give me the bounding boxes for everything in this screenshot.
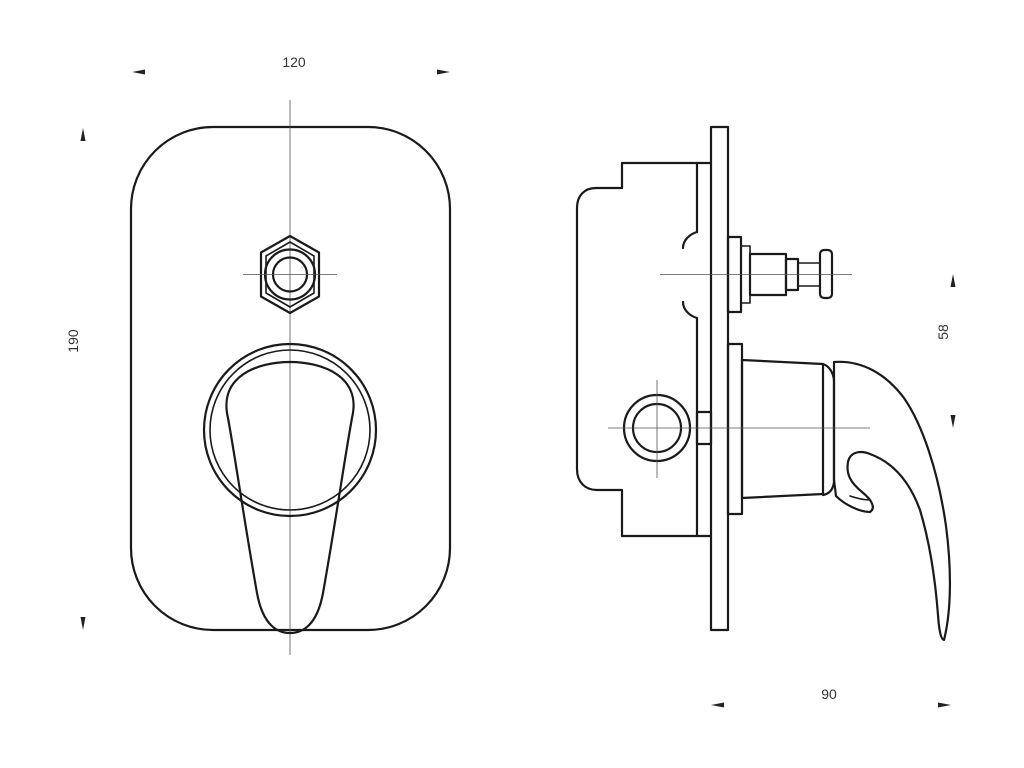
height-label: 190 [65, 329, 81, 353]
cover-plate [129, 125, 452, 632]
concealed-body [575, 161, 713, 538]
height-arrow-top [80, 128, 86, 141]
width-arrow-right [437, 69, 450, 75]
depth-dimension: 90 [711, 686, 951, 708]
offset-dimension: 58 [935, 274, 956, 428]
height-dimension: 190 [65, 128, 86, 630]
height-arrow-bottom [80, 617, 86, 630]
stem-cap [818, 248, 834, 300]
depth-arrow-left [711, 702, 724, 708]
depth-arrow-right [938, 702, 951, 708]
front-view: 120 190 [65, 54, 452, 655]
width-label: 120 [282, 54, 306, 70]
body-lower-notch [681, 300, 699, 320]
handle-lever [225, 360, 355, 635]
handle-collar [821, 362, 836, 497]
width-arrow-left [132, 69, 145, 75]
offset-label: 58 [935, 324, 951, 340]
offset-arrow-top [950, 274, 956, 287]
offset-arrow-bottom [950, 415, 956, 428]
depth-label: 90 [821, 686, 837, 702]
handle-rosette-inner [209, 349, 371, 511]
diverter-knob [243, 234, 337, 315]
handle-side-lever [832, 360, 952, 642]
hex-nut-inner-outline [265, 241, 315, 308]
handle-underside-detail [849, 495, 871, 501]
hex-nut-outline [259, 234, 321, 315]
cartridge-flange [726, 342, 744, 516]
side-view: 90 58 [575, 125, 956, 708]
handle-rosette [202, 342, 378, 518]
cartridge-housing [740, 358, 825, 500]
handle-side-profile [608, 342, 952, 642]
body-upper-notch [681, 230, 699, 250]
wall-plate [709, 125, 730, 632]
diverter-stem [660, 235, 852, 314]
width-dimension: 120 [132, 54, 450, 75]
lever-handle [202, 342, 378, 635]
